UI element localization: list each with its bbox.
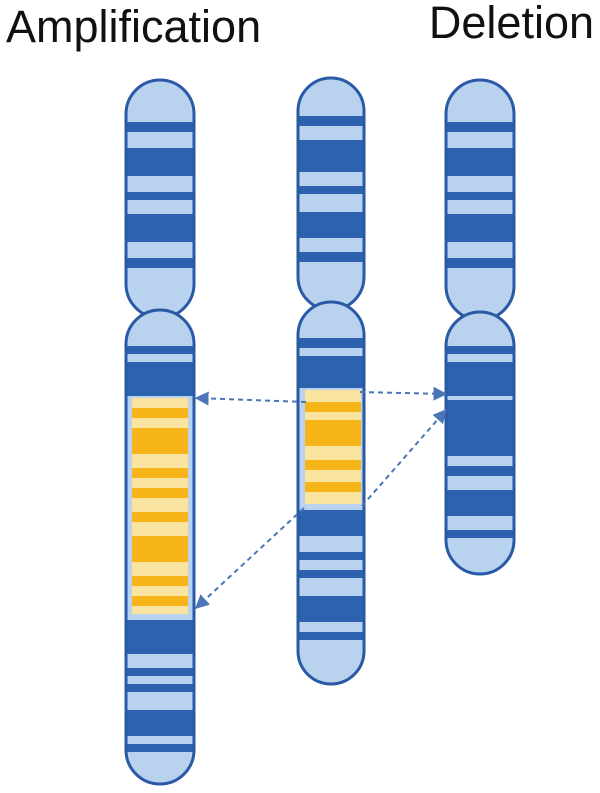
original-band (305, 420, 361, 446)
original-band (305, 460, 361, 470)
amplified-band (132, 468, 188, 478)
amplification-label: Amplification (6, 1, 262, 52)
deletion-label: Deletion (428, 0, 594, 48)
band (126, 710, 194, 736)
band (446, 122, 514, 132)
band (126, 148, 194, 176)
band (298, 570, 364, 578)
amplified-band (132, 536, 188, 562)
band (298, 596, 364, 622)
chromosome-amplified-p-arm (124, 78, 196, 320)
band (126, 620, 194, 654)
band (126, 192, 194, 200)
band (126, 346, 194, 354)
band (298, 252, 364, 262)
chromosome-normal-p-arm (296, 76, 366, 312)
amplified-band (132, 428, 188, 454)
band (446, 530, 514, 538)
chromosome-deleted-q-arm (444, 310, 516, 576)
band (126, 362, 194, 396)
band (298, 632, 364, 640)
band (298, 186, 364, 194)
amplified-band (132, 596, 188, 606)
band (446, 400, 514, 456)
band (126, 122, 194, 132)
chromosome-normal-q-arm (296, 300, 366, 686)
chromosome-amplified-q-arm (124, 308, 196, 786)
band (298, 212, 364, 238)
original-band (305, 402, 361, 412)
amplified-band (132, 408, 188, 418)
band (298, 552, 364, 560)
band (446, 362, 514, 396)
original-band (305, 482, 361, 492)
band (446, 214, 514, 242)
band (446, 192, 514, 200)
amplified-band (132, 512, 188, 522)
amplified-band (132, 488, 188, 498)
band (298, 140, 364, 172)
amplified-band (132, 576, 188, 586)
band (298, 338, 364, 348)
arrow-to-amplification-bottom (194, 507, 305, 609)
band (446, 466, 514, 476)
band (126, 668, 194, 676)
band (298, 510, 364, 536)
mapping-arrows (194, 386, 448, 609)
arrow-to-deletion-bottom (361, 408, 447, 507)
arrow-to-amplification-top (194, 391, 307, 406)
arrow-to-deletion-top (359, 386, 448, 401)
band (126, 258, 194, 268)
band (446, 258, 514, 268)
band (298, 356, 364, 388)
band (126, 214, 194, 242)
band (298, 116, 364, 126)
chromosome-deleted (444, 78, 516, 576)
band (446, 148, 514, 176)
chromosome-normal (296, 76, 366, 686)
chromosome-deleted-p-arm (444, 78, 516, 322)
band (126, 684, 194, 692)
band (126, 744, 194, 752)
band (446, 490, 514, 516)
chromosome-amplified (124, 78, 196, 786)
band (446, 346, 514, 354)
